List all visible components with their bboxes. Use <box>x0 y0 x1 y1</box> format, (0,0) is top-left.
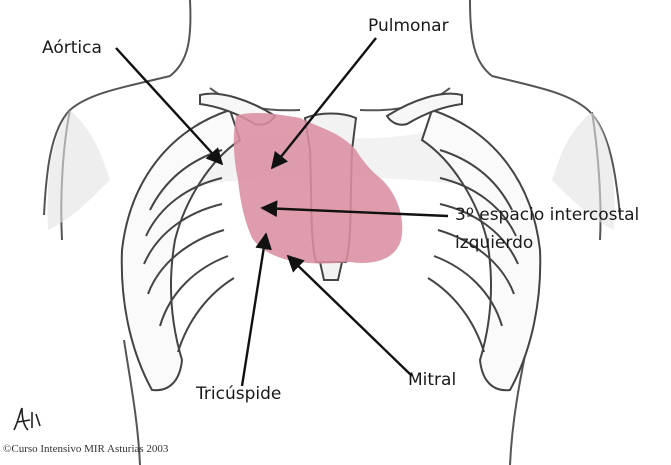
label-espacio-intercostal: 3º espacio intercostal <box>455 205 639 225</box>
copyright-notice: ©Curso Intensivo MIR Asturias 2003 <box>3 443 168 455</box>
label-espacio-izquierdo: izquierdo <box>455 233 533 253</box>
arrow-tricuspide <box>242 234 266 386</box>
label-aortica: Aórtica <box>42 38 102 58</box>
arrow-mitral <box>288 256 412 376</box>
heart-silhouette <box>234 113 402 264</box>
label-tricuspide: Tricúspide <box>196 384 281 404</box>
label-mitral: Mitral <box>408 370 456 390</box>
signature-mark <box>10 404 44 436</box>
label-pulmonar: Pulmonar <box>368 16 449 36</box>
